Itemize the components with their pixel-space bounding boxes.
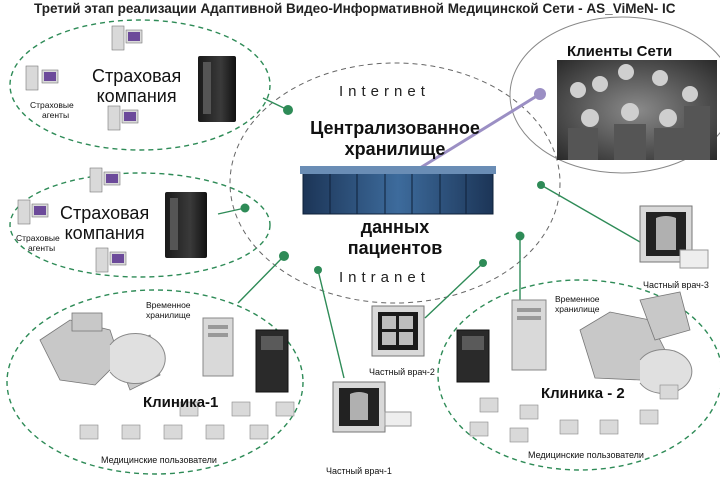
insurance-1-name-line-2: компания — [96, 86, 177, 106]
clients-link — [419, 92, 541, 170]
insurance-2-agents-line-2: агенты — [28, 243, 56, 253]
insurance-2-name-line-1: Страховая — [60, 203, 150, 223]
page-title: Третий этап реализации Адаптивной Видео-… — [34, 1, 676, 16]
clinic-2-storage-label: Временное хранилище — [555, 294, 600, 314]
connection-dots — [240, 105, 545, 274]
insurance-2-name: Страховая компания — [60, 203, 149, 243]
insurance-1-ellipse — [9, 19, 271, 151]
insurance-2-agents: Страховые агенты — [16, 233, 60, 253]
intranet-label: Intranet — [339, 269, 430, 286]
doctor-3-equipment — [639, 205, 709, 269]
clinic-1-users-label: Медицинские пользователи — [101, 455, 217, 465]
central-storage-line-1: Централизованное — [310, 118, 480, 138]
central-storage-subtitle: данных пациентов — [312, 217, 478, 259]
insurance-1-name-line-1: Страховая — [92, 66, 182, 86]
clinic-2-equipment — [456, 291, 693, 443]
clinic-1-storage-line-1: Временное — [146, 300, 191, 310]
doctor-3-label: Частный врач-3 — [643, 280, 709, 290]
clinic-1-label: Клиника-1 — [143, 394, 219, 411]
clients-photo — [557, 60, 717, 160]
doctor-2-equipment — [371, 305, 425, 357]
clinic-1-storage-label: Временное хранилище — [146, 300, 191, 320]
central-server-rack — [300, 166, 496, 215]
central-storage-line-3: данных — [360, 217, 430, 237]
clinic-1-equipment — [39, 312, 295, 440]
clinic-1-ellipse — [6, 289, 304, 475]
group-ellipses — [6, 19, 720, 475]
insurance-1-agents-line-2: агенты — [42, 110, 70, 120]
insurance-1-equipment — [25, 25, 236, 131]
internet-label: Internet — [339, 83, 430, 100]
connection-lines — [217, 97, 641, 379]
central-storage-line-4: пациентов — [347, 238, 443, 258]
insurance-1-name: Страховая компания — [92, 66, 181, 106]
central-storage-line-2: хранилище — [344, 139, 446, 159]
clinic-1-storage-line-2: хранилище — [146, 310, 191, 320]
insurance-1-agents-line-1: Страховые — [30, 100, 74, 110]
central-ellipse — [229, 62, 561, 304]
insurance-2-equipment — [17, 167, 207, 273]
clinic-2-label: Клиника - 2 — [541, 385, 625, 402]
insurance-1-agents: Страховые агенты — [30, 100, 74, 120]
central-storage-title: Централизованное хранилище — [302, 118, 488, 160]
insurance-2-ellipse — [9, 172, 271, 278]
clinic-2-storage-line-1: Временное — [555, 294, 600, 304]
insurance-2-agents-line-1: Страховые — [16, 233, 60, 243]
doctor-1-label: Частный врач-1 — [326, 466, 392, 476]
doctor-2-label: Частный врач-2 — [369, 367, 435, 377]
clinic-2-storage-line-2: хранилище — [555, 304, 600, 314]
insurance-2-name-line-2: компания — [64, 223, 145, 243]
clients-ellipse — [509, 16, 720, 174]
clients-link-dot — [534, 88, 546, 100]
clinic-2-users-label: Медицинские пользователи — [528, 450, 644, 460]
doctor-1-equipment — [332, 381, 412, 433]
clients-label: Клиенты Сети — [567, 43, 673, 60]
